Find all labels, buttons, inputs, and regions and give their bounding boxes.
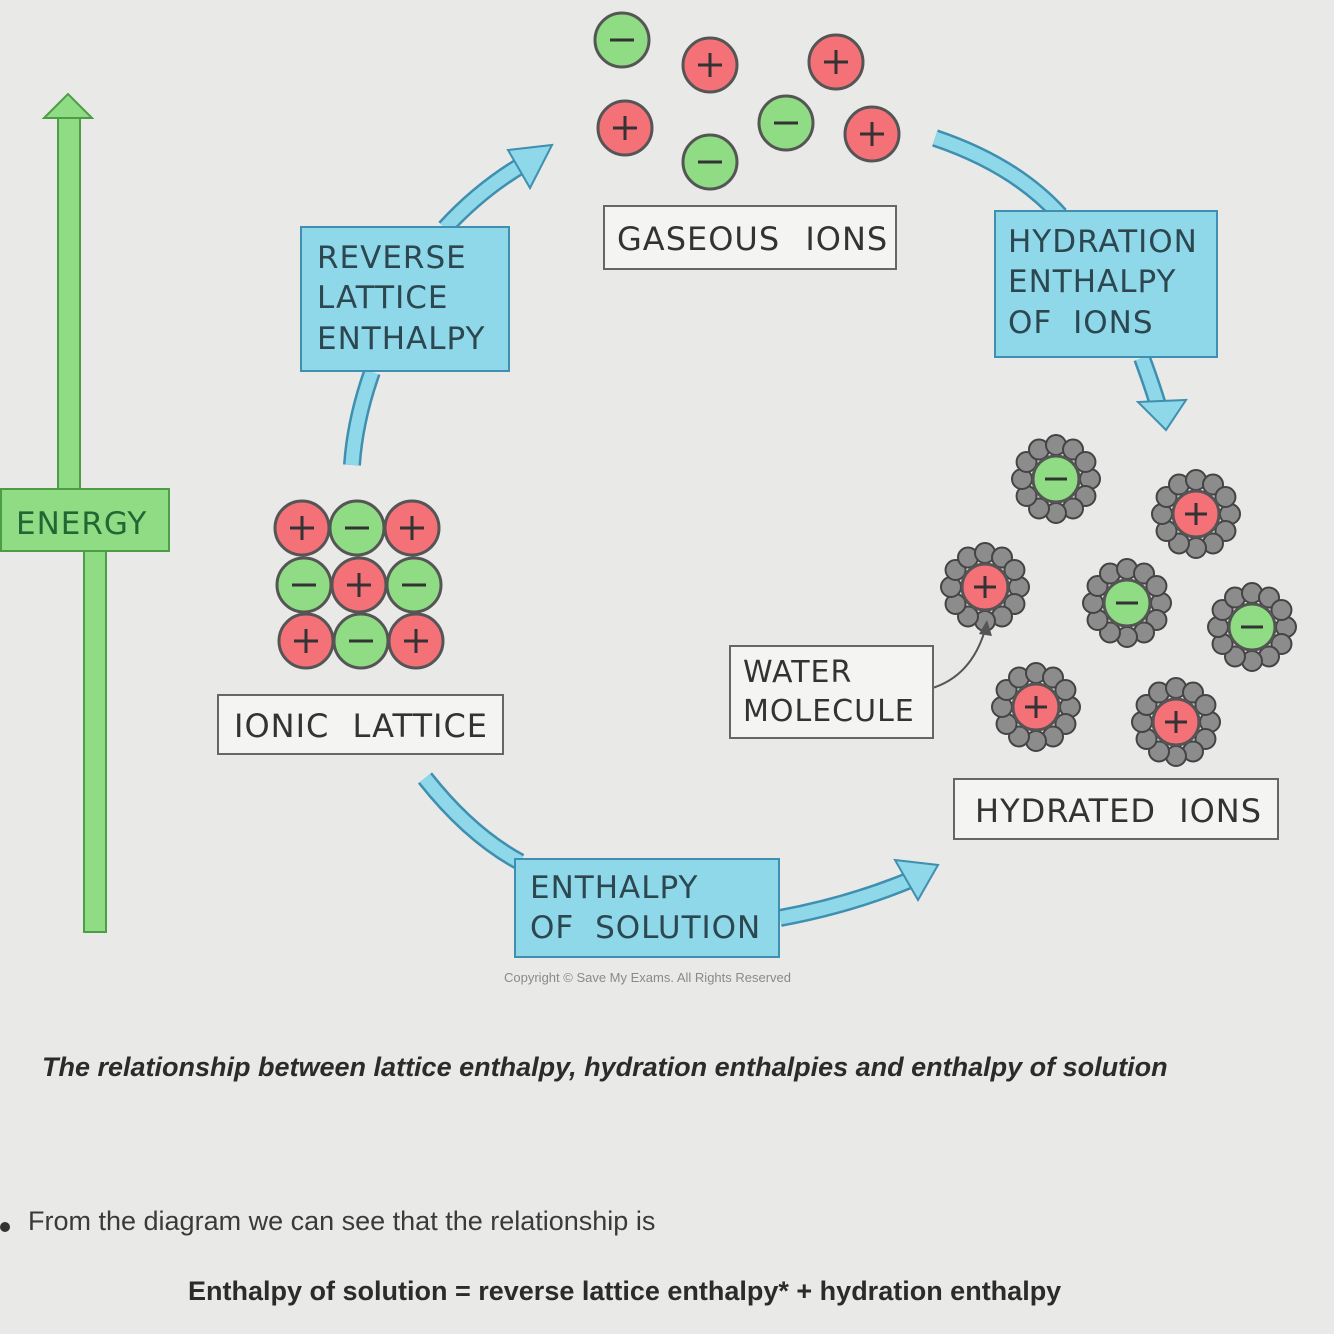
water-molecule — [1054, 679, 1077, 701]
ionic-lattice-label: IONIC LATTICE — [217, 694, 504, 755]
water-molecule — [1145, 575, 1168, 597]
hydration-enthalpy-label: HYDRATION ENTHALPY OF IONS — [994, 210, 1218, 358]
water-molecule — [1003, 559, 1026, 581]
relationship-equation: Enthalpy of solution = reverse lattice e… — [188, 1276, 1062, 1306]
hydrated-cation-2 — [940, 542, 1030, 632]
reverse-lattice-line-2: LATTICE — [317, 280, 449, 317]
hydrated-anion-3 — [1082, 558, 1172, 648]
hydrated-cation-6 — [1131, 677, 1221, 767]
enthalpy-of-solution-label: ENTHALPY OF SOLUTION — [514, 858, 780, 958]
reverse-lattice-line-3: ENTHALPY — [317, 320, 486, 357]
gaseous-ions — [593, 11, 901, 191]
enthalpy-cycle-diagram — [41, 11, 1297, 933]
bullet-point — [0, 1222, 10, 1232]
reverse-lattice-line-1: REVERSE — [317, 240, 467, 276]
solution-line-1: ENTHALPY — [530, 870, 699, 906]
solution-line-2: OF SOLUTION — [530, 910, 762, 947]
hydration-arrow — [932, 129, 1188, 432]
gaseous-ions-text: GASEOUS IONS — [617, 220, 889, 258]
energy-label: ENERGY — [0, 488, 170, 552]
water-pointer-line — [924, 629, 986, 691]
water-molecule — [1074, 451, 1097, 473]
hydrated-ions-text: HYDRATED IONS — [975, 792, 1263, 830]
hydration-line-3: OF IONS — [1008, 304, 1154, 341]
bullet-text: From the diagram we can see that the rel… — [28, 1206, 656, 1236]
water-molecule-label: WATER MOLECULE — [729, 645, 934, 739]
hydrated-ions-group — [940, 434, 1297, 767]
hydration-line-2: ENTHALPY — [1008, 264, 1177, 301]
figure-caption: The relationship between lattice enthalp… — [42, 1052, 1168, 1082]
water-line-2: MOLECULE — [743, 694, 915, 729]
hydrated-ions-label: HYDRATED IONS — [953, 778, 1279, 840]
hydrated-anion-4 — [1207, 582, 1297, 672]
copyright-notice: Copyright © Save My Exams. All Rights Re… — [504, 970, 792, 985]
hydrated-cation-1 — [1151, 469, 1241, 559]
energy-label-text: ENERGY — [16, 506, 148, 542]
hydrated-anion-0 — [1011, 434, 1101, 524]
hydrated-cation-5 — [991, 662, 1081, 752]
solution-arrow — [417, 772, 940, 927]
water-molecule — [1270, 599, 1293, 621]
reverse-lattice-arrow — [343, 143, 554, 466]
reverse-lattice-enthalpy-label: REVERSE LATTICE ENTHALPY — [300, 226, 510, 372]
ionic-lattice-ions — [273, 499, 445, 670]
water-pointer-head — [979, 620, 992, 636]
water-molecule — [1194, 694, 1217, 716]
ionic-lattice-text: IONIC LATTICE — [234, 707, 489, 745]
water-molecule — [1214, 486, 1237, 508]
hydration-line-1: HYDRATION — [1008, 224, 1198, 260]
water-line-1: WATER — [743, 655, 853, 690]
gaseous-ions-label: GASEOUS IONS — [603, 205, 897, 270]
